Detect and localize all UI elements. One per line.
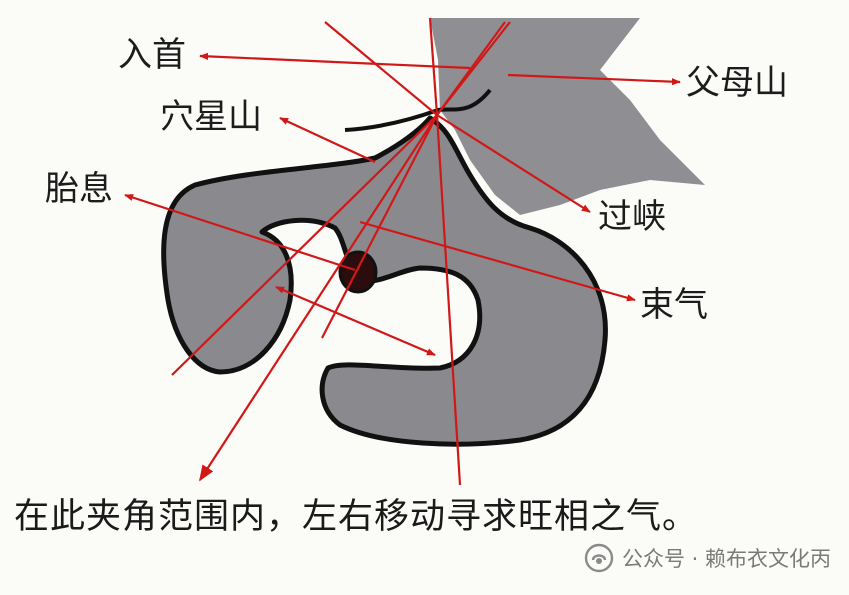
wechat-official-account-icon [584, 543, 614, 573]
arrow-guoxia [436, 114, 591, 213]
arrow-taixi [124, 193, 356, 272]
label-guoxia: 过峡 [598, 197, 666, 237]
cave-star-mountain-shape [161, 115, 608, 447]
arrow-xuexingshan [279, 117, 376, 163]
caption: 在此夹角范围内，左右移动寻求旺相之气。 [14, 497, 699, 537]
arrow-shuqi [359, 220, 636, 302]
arrow-double-range [275, 285, 436, 357]
watermark: 公众号 · 赖布衣文化丙 [584, 542, 831, 574]
label-taixi: 胎息 [45, 169, 113, 209]
arrow-rushou [199, 52, 471, 70]
parent-mountain-shape [430, 18, 705, 215]
label-shuqi: 束气 [640, 285, 708, 325]
watermark-text: 公众号 · 赖布衣文化丙 [621, 547, 831, 571]
arrow-fumushan [507, 73, 681, 86]
label-rushou: 入首 [118, 35, 186, 75]
ridge-line [344, 88, 492, 132]
label-xuexingshan: 穴星山 [160, 97, 262, 137]
label-fumushan: 父母山 [686, 63, 788, 103]
